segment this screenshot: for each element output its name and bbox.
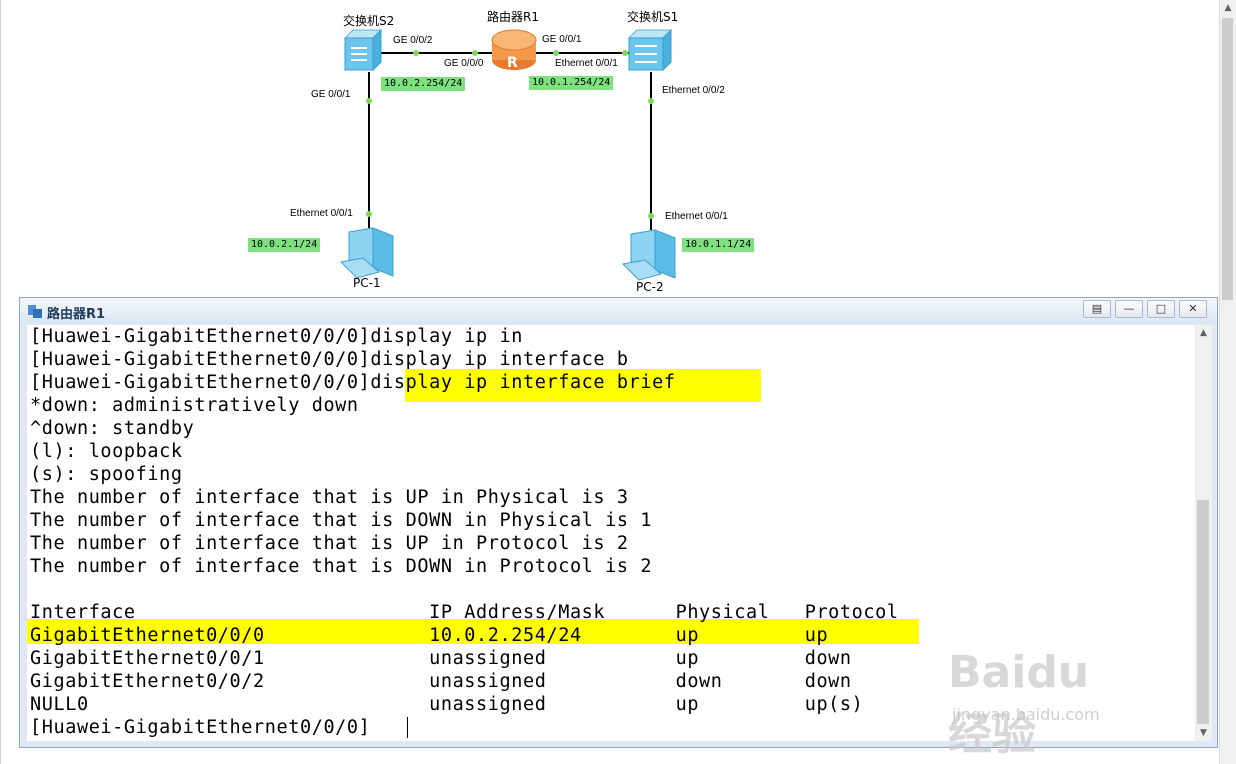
port-label: GE 0/0/1 [542,34,582,45]
router-r1-icon: R [491,29,537,71]
console-line: GigabitEthernet0/0/0 10.0.2.254/24 up up [30,625,829,646]
console-line: GigabitEthernet0/0/2 unassigned down dow… [30,671,852,692]
port-dot [472,50,478,56]
minimize-button[interactable]: — [1115,300,1143,318]
port-dot [648,213,654,219]
port-label: GE 0/0/2 [393,35,433,46]
console-line: (s): spoofing [30,464,183,485]
device-label-s1: 交换机S1 [627,10,679,24]
port-label: Ethernet 0/0/1 [555,58,618,69]
scroll-thumb[interactable] [1222,18,1233,300]
maximize-button[interactable]: □ [1147,300,1175,318]
close-button[interactable]: ✕ [1179,300,1207,318]
port-dot [413,50,419,56]
switch-s1-icon [627,28,673,72]
console-line: GigabitEthernet0/0/1 unassigned up down [30,648,852,669]
port-dot [622,50,628,56]
ip-tag: 10.0.1.254/24 [529,76,614,90]
watermark-brand: Baidu 经验 [948,647,1090,760]
terminal-window[interactable]: 路由器R1 ▤ — □ ✕ [Huawei-GigabitEthernet0/0… [19,297,1218,748]
port-dot [366,211,372,217]
pc1-icon [339,227,394,279]
console-line: *down: administratively down [30,395,359,416]
topology-links: R [339,28,676,281]
canvas-scrollbar[interactable]: ▲ [1219,0,1236,764]
terminal-console[interactable]: [Huawei-GigabitEthernet0/0/0]display ip … [27,325,1195,741]
console-line: The number of interface that is DOWN in … [30,510,653,531]
port-dot [553,50,559,56]
port-label: Ethernet 0/0/2 [662,85,725,96]
pc2-icon [621,229,676,281]
port-dot [366,98,372,104]
scroll-down-icon[interactable]: ▼ [1200,728,1207,738]
watermark-url: jingyan.baidu.com [952,705,1100,724]
ip-tag: 10.0.1.1/24 [682,238,755,252]
console-line: [Huawei-GigabitEthernet0/0/0]display ip … [30,349,629,370]
console-line: The number of interface that is UP in Pr… [30,533,629,554]
baidu-watermark: Baidu 经验 jingyan.baidu.com [940,625,1140,760]
console-line: [Huawei-GigabitEthernet0/0/0]display ip … [30,326,523,347]
console-prompt[interactable]: [Huawei-GigabitEthernet0/0/0] [30,717,371,738]
terminal-title: 路由器R1 [47,307,106,322]
console-line: Interface IP Address/Mask Physical Proto… [30,602,899,623]
console-line: (l): loopback [30,441,183,462]
console-line: [Huawei-GigabitEthernet0/0/0]display ip … [30,372,676,393]
console-line: NULL0 unassigned up up(s) [30,694,864,715]
port-dot [648,98,654,104]
port-label: Ethernet 0/0/1 [665,211,728,222]
ip-tag: 10.0.2.254/24 [381,77,466,91]
device-label-r1: 路由器R1 [487,10,539,24]
device-label-pc1: PC-1 [353,276,381,290]
device-label-s2: 交换机S2 [343,14,395,28]
scroll-up-icon[interactable]: ▲ [1224,3,1232,13]
minimize-icon: — [1123,302,1135,315]
close-icon: ✕ [1188,302,1198,315]
terminal-scrollbar[interactable]: ▲ ▼ [1195,325,1212,741]
port-label: Ethernet 0/0/1 [290,208,353,219]
scroll-up-icon[interactable]: ▲ [1200,328,1207,338]
restore-layout-button[interactable]: ▤ [1083,300,1111,318]
terminal-titlebar[interactable]: 路由器R1 ▤ — □ ✕ [20,298,1217,324]
layout-icon: ▤ [1091,302,1103,315]
svg-text:R: R [507,55,518,71]
scroll-thumb[interactable] [1197,500,1209,724]
port-label: GE 0/0/1 [311,89,351,100]
highlight-row [27,619,919,644]
text-cursor [407,717,408,738]
ip-tag: 10.0.2.1/24 [248,238,321,252]
highlight-command [405,369,761,402]
router-window-icon [28,305,42,318]
console-line: The number of interface that is UP in Ph… [30,487,629,508]
maximize-icon: □ [1155,302,1167,315]
console-line: ^down: standby [30,418,195,439]
switch-s2-icon [343,28,383,72]
port-label: GE 0/0/0 [444,58,484,69]
console-line: The number of interface that is DOWN in … [30,556,653,577]
device-label-pc2: PC-2 [636,280,664,294]
